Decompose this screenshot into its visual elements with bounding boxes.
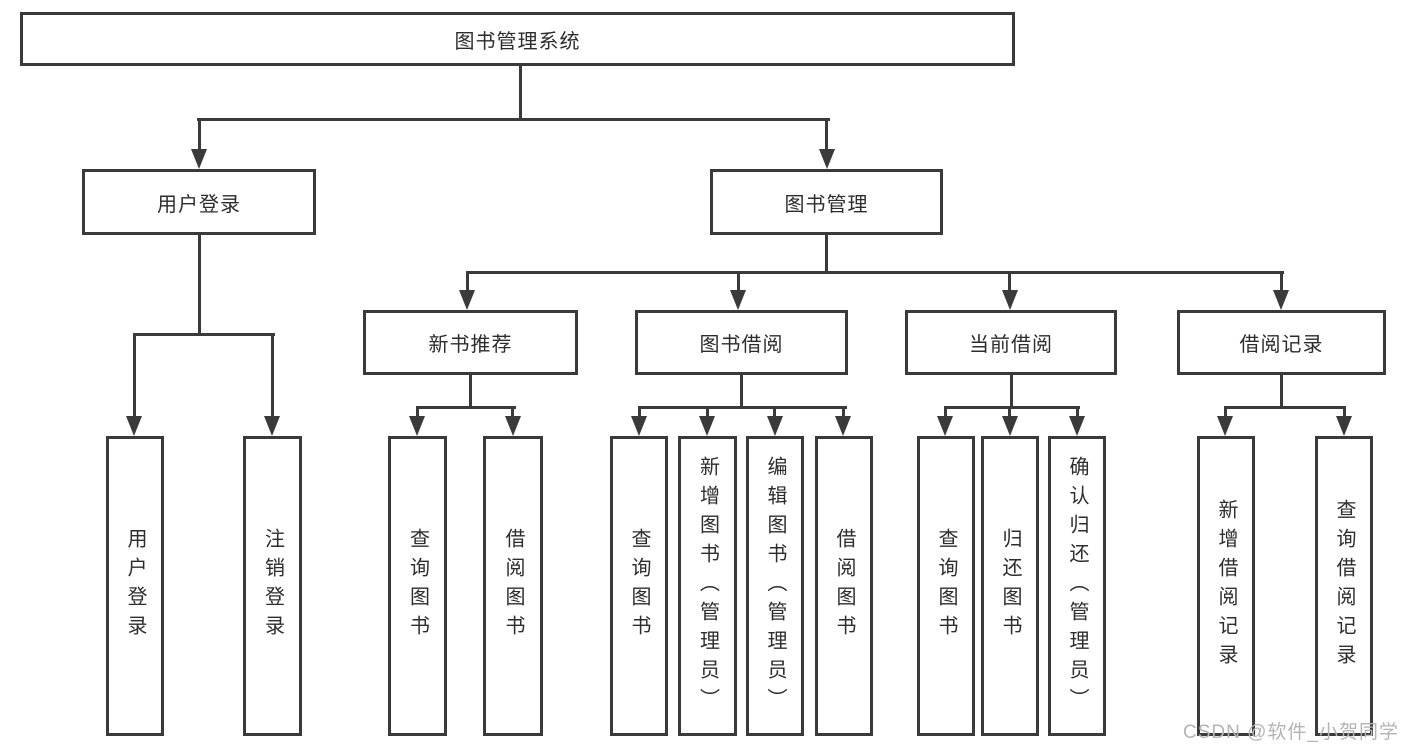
leaf-label: 注销登录: [261, 528, 284, 644]
leaf-label: 查询图书: [935, 528, 957, 644]
connector-line: [638, 406, 847, 409]
node-book-management-system: 图书管理系统: [20, 12, 1015, 66]
leaf-query-books-current: 查询图书: [917, 436, 975, 736]
leaf-add-borrow-record: 新增借阅记录: [1197, 436, 1255, 736]
leaf-label: 用户登录: [124, 528, 146, 644]
connector-line: [773, 406, 776, 418]
connector-line: [466, 271, 469, 292]
arrowhead-icon: [1069, 416, 1085, 436]
connector-line: [1008, 271, 1011, 292]
arrowhead-icon: [1336, 416, 1352, 436]
leaf-label: 查询图书: [628, 528, 650, 644]
arrowhead-icon: [937, 416, 953, 436]
node-label: 图书借阅: [699, 334, 784, 356]
connector-line: [944, 406, 947, 418]
node-label: 新书推荐: [428, 334, 513, 356]
arrowhead-icon: [1002, 290, 1018, 310]
leaf-label: 借阅图书: [502, 528, 524, 644]
connector-line: [1008, 406, 1011, 418]
arrowhead-icon: [1002, 416, 1018, 436]
connector-line: [1280, 375, 1283, 408]
leaf-borrow-books-recommend: 借阅图书: [483, 436, 543, 736]
connector-line: [944, 406, 1080, 409]
connector-line: [740, 375, 743, 408]
arrowhead-icon: [767, 416, 783, 436]
node-new-book-recommend: 新书推荐: [363, 310, 578, 375]
arrowhead-icon: [1217, 416, 1233, 436]
leaf-label: 新增借阅记录: [1215, 499, 1237, 673]
arrowhead-icon: [459, 290, 475, 310]
connector-line: [1280, 271, 1283, 292]
node-borrow-records: 借阅记录: [1177, 310, 1386, 375]
arrowhead-icon: [699, 416, 715, 436]
leaf-edit-books-admin: 编辑图书（管理员）: [746, 436, 804, 736]
leaf-label: 新增图书（管理员）: [696, 455, 719, 717]
node-label: 用户登录: [157, 193, 241, 216]
connector-line: [416, 406, 419, 418]
node-user-login: 用户登录: [82, 169, 316, 235]
leaf-logout: 注销登录: [243, 436, 302, 736]
connector-line: [466, 271, 1284, 274]
connector-line: [469, 375, 472, 408]
arrowhead-icon: [819, 149, 835, 169]
connector-line: [197, 118, 830, 121]
leaf-label: 查询借阅记录: [1333, 499, 1355, 673]
leaf-query-books-recommend: 查询图书: [388, 436, 447, 736]
node-label: 图书管理: [784, 193, 869, 216]
connector-line: [1076, 406, 1079, 418]
watermark: CSDN @软件_小贺同学: [1183, 722, 1399, 743]
node-book-borrow: 图书借阅: [635, 310, 848, 375]
leaf-query-borrow-record: 查询借阅记录: [1315, 436, 1373, 736]
leaf-query-books-borrow: 查询图书: [610, 436, 668, 736]
leaf-label: 确认归还（管理员）: [1066, 455, 1088, 717]
connector-line: [737, 271, 740, 292]
connector-line: [842, 406, 845, 418]
connector-line: [511, 406, 514, 418]
arrowhead-icon: [126, 416, 142, 436]
connector-line: [198, 118, 201, 152]
arrowhead-icon: [631, 416, 647, 436]
connector-line: [519, 66, 522, 120]
node-book-management: 图书管理: [710, 169, 943, 235]
leaf-add-books-admin: 新增图书（管理员）: [678, 436, 737, 736]
arrowhead-icon: [1273, 290, 1289, 310]
connector-line: [825, 118, 828, 152]
connector-line: [1224, 406, 1227, 418]
leaf-borrow-books: 借阅图书: [815, 436, 873, 736]
leaf-user-login: 用户登录: [106, 436, 164, 736]
connector-line: [638, 406, 641, 418]
arrowhead-icon: [264, 416, 280, 436]
arrowhead-icon: [730, 290, 746, 310]
node-label: 图书管理系统: [454, 30, 581, 53]
connector-line: [706, 406, 709, 418]
node-label: 借阅记录: [1239, 334, 1324, 356]
connector-line: [825, 235, 828, 273]
connector-line: [1343, 406, 1346, 418]
arrowhead-icon: [835, 416, 851, 436]
connector-line: [133, 333, 136, 417]
connector-line: [271, 333, 274, 417]
node-label: 当前借阅: [969, 334, 1053, 356]
arrowhead-icon: [191, 149, 207, 169]
leaf-confirm-return-admin: 确认归还（管理员）: [1048, 436, 1106, 736]
connector-line: [416, 406, 516, 409]
leaf-return-books: 归还图书: [981, 436, 1039, 736]
connector-line: [1010, 375, 1013, 408]
arrowhead-icon: [409, 416, 425, 436]
connector-line: [133, 333, 275, 336]
node-current-borrow: 当前借阅: [905, 310, 1117, 375]
leaf-label: 借阅图书: [833, 528, 855, 644]
leaf-label: 归还图书: [999, 528, 1021, 644]
connector-line: [1224, 406, 1346, 409]
leaf-label: 编辑图书（管理员）: [764, 455, 786, 717]
connector-line: [198, 235, 201, 335]
leaf-label: 查询图书: [406, 528, 429, 644]
arrowhead-icon: [505, 416, 521, 436]
